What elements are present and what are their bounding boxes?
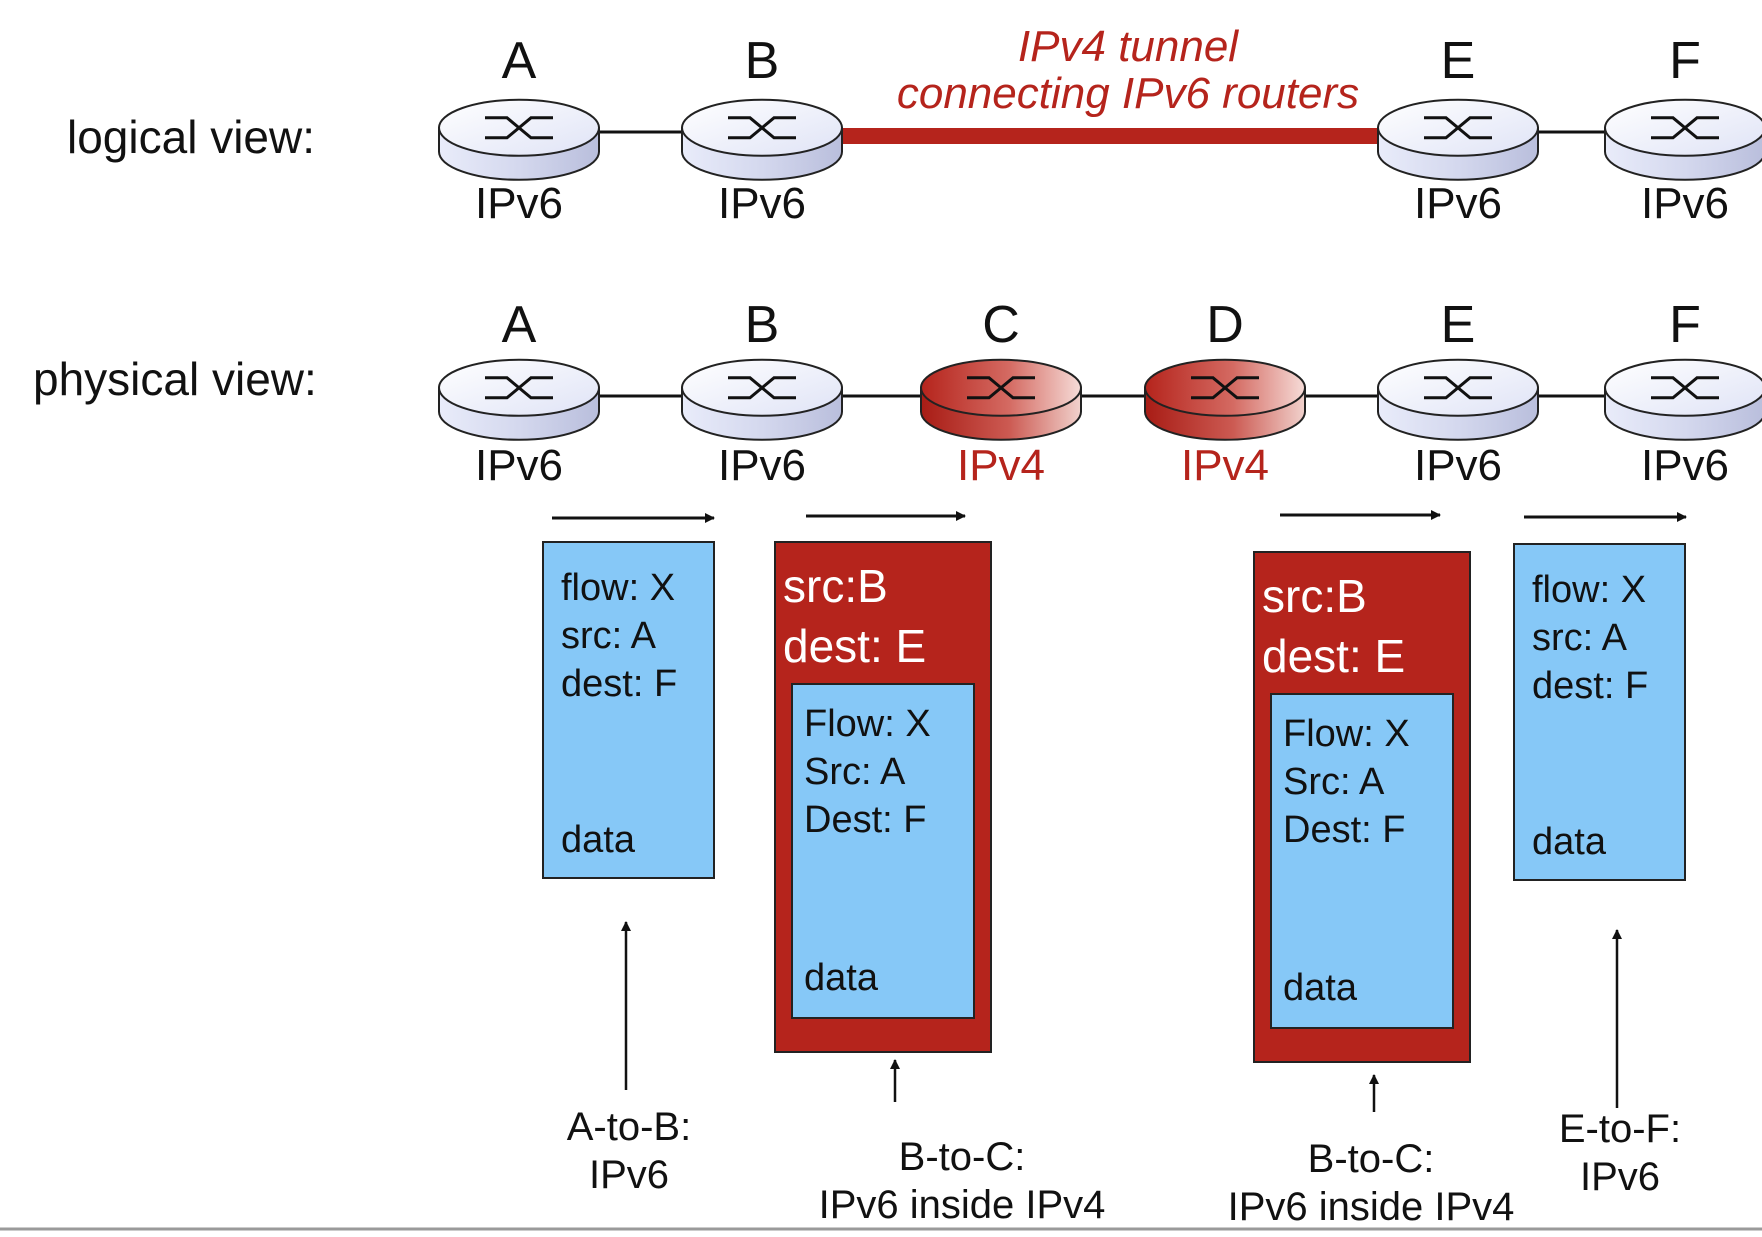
tunnel-caption-line1: IPv4 tunnel [1018,22,1239,71]
router-letter: E [1441,32,1476,90]
ipv4-header-field: src:B [783,560,888,612]
router-letter: F [1669,32,1701,90]
packet-caption: IPv6 inside IPv4 [1228,1185,1515,1229]
router-type-label: IPv6 [1414,441,1502,490]
ipv4-router-icon [920,358,1082,441]
packet-data-label: data [561,819,636,861]
router-letter: B [745,296,780,354]
router-icon [438,358,600,441]
router-letter: F [1669,296,1701,354]
ipv4-header-field: src:B [1262,570,1367,622]
router-letter: B [745,32,780,90]
router-icon [1604,358,1762,441]
router-type-label: IPv6 [718,179,806,228]
router-icon [681,358,843,441]
physical-view-title: physical view: [33,353,317,405]
router-type-label: IPv6 [1641,441,1729,490]
packets: flow: X src: A dest: F data src:B dest: E Flow… [542,541,1686,1063]
router-icon [438,98,600,181]
packet-data-label: data [804,957,879,999]
packet-header-field: Dest: F [804,799,926,841]
packet-header-field: src: A [561,615,657,657]
packet-header-field: src: A [1532,617,1628,659]
router-type-label: IPv6 [475,441,563,490]
ipv4-header-field: dest: E [783,620,926,672]
router-icon [1377,358,1539,441]
router-type-label: IPv4 [1181,441,1269,490]
router-letter: A [502,32,537,90]
logical-view-title: logical view: [67,111,315,163]
packet-header-field: Dest: F [1283,809,1405,851]
tunnel-caption-line2: connecting IPv6 routers [897,69,1359,118]
ipv6-packet-box [542,541,715,879]
ipv4-router-icon [1144,358,1306,441]
routers: AIPv6BIPv6EIPv6FIPv6AIPv6BIPv6CIPv4DIPv4… [438,32,1762,490]
packet-caption: B-to-C: [899,1135,1026,1179]
router-letter: C [982,296,1020,354]
ipv6-datagram: flow: X src: A dest: F data [542,541,715,879]
router-type-label: IPv6 [475,179,563,228]
router-letter: A [502,296,537,354]
router-letter: E [1441,296,1476,354]
packet-data-label: data [1283,967,1358,1009]
ipv4-header-field: dest: E [1262,630,1405,682]
packet-header-field: flow: X [1532,569,1646,611]
router-type-label: IPv6 [1641,179,1729,228]
packet-header-field: Flow: X [1283,713,1410,755]
packet-header-field: flow: X [561,567,675,609]
packet-caption: B-to-C: [1308,1137,1435,1181]
router-type-label: IPv6 [1414,179,1502,228]
router-icon [681,98,843,181]
packet-header-field: Flow: X [804,703,931,745]
router-type-label: IPv4 [957,441,1045,490]
ipv6-packet-box [1513,543,1686,881]
packet-caption: IPv6 inside IPv4 [819,1183,1106,1227]
router-type-label: IPv6 [718,441,806,490]
packet-header-field: Src: A [1283,761,1385,803]
packet-caption: IPv6 [589,1153,669,1197]
router-icon [1377,98,1539,181]
links [599,128,1605,398]
router-icon [1604,98,1762,181]
ipv6-inner-packet-box [791,683,975,1019]
packet-header-field: dest: F [1532,665,1648,707]
packet-header-field: Src: A [804,751,906,793]
packet-caption: IPv6 [1580,1155,1660,1199]
router-letter: D [1206,296,1244,354]
packet-data-label: data [1532,821,1607,863]
packet-caption: A-to-B: [567,1105,691,1149]
packet-caption: E-to-F: [1559,1107,1681,1151]
ipv4-datagram: src:B dest: E Flow: X Src: A Dest: F data [774,541,992,1053]
ipv6-datagram: flow: X src: A dest: F data [1513,543,1686,881]
packet-header-field: dest: F [561,663,677,705]
ipv6-inner-packet-box [1270,693,1454,1029]
ipv4-datagram: src:B dest: E Flow: X Src: A Dest: F data [1253,551,1471,1063]
